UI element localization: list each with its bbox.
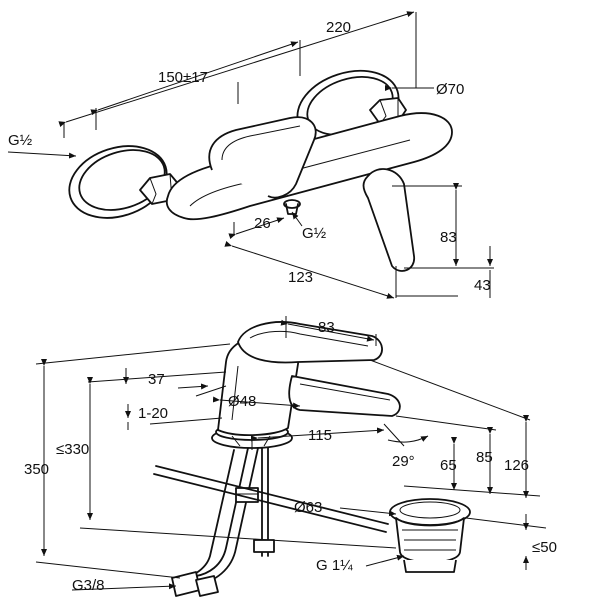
wall-mixer-view: 220 150±17 Ø70 G½ 26 G½ 123 83 43 bbox=[7, 11, 494, 299]
dim-waste-thread: G 1¼ bbox=[316, 557, 353, 574]
pop-up-rod bbox=[153, 443, 389, 557]
dim-37: 37 bbox=[148, 371, 165, 388]
dim-thread-left: G½ bbox=[8, 132, 33, 149]
basin-mixer-view: 83 37 Ø48 1-20 115 ≤330 350 29° 65 85 12… bbox=[24, 316, 557, 597]
dim-waste-diameter: Ø63 bbox=[294, 499, 322, 516]
supply-hoses bbox=[171, 447, 259, 597]
dim-body-diameter: Ø48 bbox=[228, 393, 256, 410]
dim-43-lever: 43 bbox=[474, 277, 491, 294]
dim-220: 220 bbox=[326, 19, 351, 36]
dim-83-lever: 83 bbox=[440, 229, 457, 246]
dim-deck-range: 1-20 bbox=[138, 405, 168, 422]
dim-26: 26 bbox=[254, 215, 271, 232]
lever-handle bbox=[362, 168, 415, 272]
dim-85: 85 bbox=[476, 449, 493, 466]
dim-350: 350 bbox=[24, 461, 49, 478]
dim-outlet-thread: G½ bbox=[302, 225, 327, 242]
dim-supply-thread: G3/8 bbox=[72, 577, 105, 594]
dim-waste-50: ≤50 bbox=[532, 539, 557, 556]
dim-150: 150±17 bbox=[158, 69, 208, 86]
dim-83-side: 83 bbox=[318, 319, 335, 336]
dim-rosette-diameter: Ø70 bbox=[436, 81, 464, 98]
spout-side bbox=[288, 375, 401, 417]
waste-valve bbox=[389, 498, 471, 573]
dim-123: 123 bbox=[288, 269, 313, 286]
outlet-nozzle bbox=[283, 199, 301, 215]
dim-angle: 29° bbox=[392, 453, 415, 470]
dim-126: 126 bbox=[504, 457, 529, 474]
dim-115: 115 bbox=[308, 427, 332, 444]
dim-330: ≤330 bbox=[56, 441, 89, 458]
dim-65: 65 bbox=[440, 457, 457, 474]
